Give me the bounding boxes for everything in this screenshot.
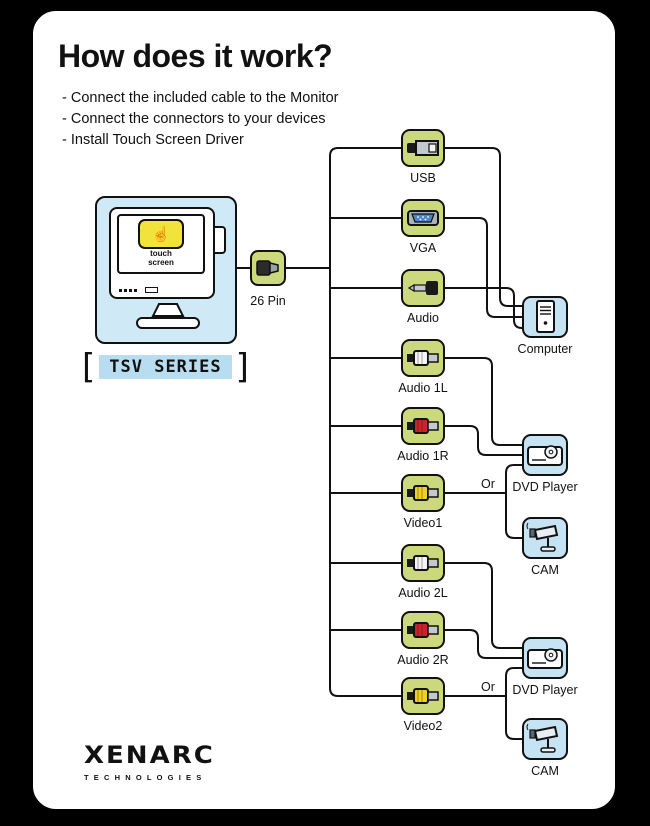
audio-jack-icon [407,281,438,295]
monitor-illustration: ☝ touch screen [95,196,237,344]
monitor-buttons [119,287,158,293]
rca-yellow-icon [407,485,439,501]
rca-red-icon [407,622,439,638]
connector-audio-2r: Audio 2R [381,611,465,667]
device-label: DVD Player [512,683,578,697]
monitor-screen: ☝ touch screen [117,214,205,274]
brand-name: XENARC [84,742,215,770]
connector-label: Audio 1R [397,449,449,463]
dvd-player-icon [527,445,563,466]
device-label: CAM [531,764,559,778]
26pin-plug-icon [256,260,279,276]
device-label: CAM [531,563,559,577]
26pin-label: 26 Pin [250,294,286,308]
device-dvd-player-2: DVD Player [492,637,598,697]
connector-label: Audio 2R [397,653,449,667]
connector-label: Audio 2L [398,586,448,600]
brand-subtitle: TECHNOLOGIES [84,773,207,782]
connector-audio: Audio [381,269,465,325]
connector-label: Audio 1L [398,381,448,395]
connector-label: VGA [409,241,437,255]
connector-vga: VGA [381,199,465,255]
instruction-item: - Connect the included cable to the Moni… [62,90,339,106]
or-label-2: Or [481,680,495,694]
monitor-stand [136,303,200,329]
rca-white-icon [407,350,439,366]
connector-audio-2l: Audio 2L [381,544,465,600]
connector-26pin [250,250,286,286]
connector-audio-1l: Audio 1L [381,339,465,395]
instruction-item: - Connect the connectors to your devices [62,111,326,127]
connector-label: Audio [407,311,439,325]
or-label-1: Or [481,477,495,491]
series-label: TSV SERIES [99,355,232,379]
computer-icon [536,300,555,333]
instruction-list: - Connect the included cable to the Moni… [62,88,338,151]
device-cam-1: CAM [492,517,598,577]
page-title: How does it work? [58,38,333,74]
rca-yellow-icon [407,688,439,704]
device-cam-2: CAM [492,718,598,778]
rca-white-icon [407,555,439,571]
touch-area: ☝ [138,219,184,249]
connector-usb: USB [381,129,465,185]
connector-label: Video2 [403,719,443,733]
touch-hand-icon: ☝ [151,225,171,243]
usb-icon [407,140,439,156]
camera-icon [526,522,559,552]
device-label: Computer [517,342,573,356]
instruction-item: - Install Touch Screen Driver [62,132,244,148]
connector-label: USB [410,171,436,185]
rca-red-icon [407,418,439,434]
monitor-body: ☝ touch screen [109,207,215,299]
brand-logo: XENARC TECHNOLOGIES [84,742,215,782]
tsv-series-badge: [ TSV SERIES ] [82,347,249,387]
dvd-player-icon [527,648,563,669]
connector-video-2: Video2 [381,677,465,733]
device-computer: Computer [492,296,598,356]
connector-audio-1r: Audio 1R [381,407,465,463]
connector-label: Video1 [403,516,443,530]
bracket-left: [ [82,347,96,387]
device-dvd-player-1: DVD Player [492,434,598,494]
connector-video-1: Video1 [381,474,465,530]
touch-screen-label: touch screen [148,249,174,267]
camera-icon [526,723,559,753]
device-label: DVD Player [512,480,578,494]
bracket-right: ] [235,347,249,387]
vga-icon [407,210,439,226]
